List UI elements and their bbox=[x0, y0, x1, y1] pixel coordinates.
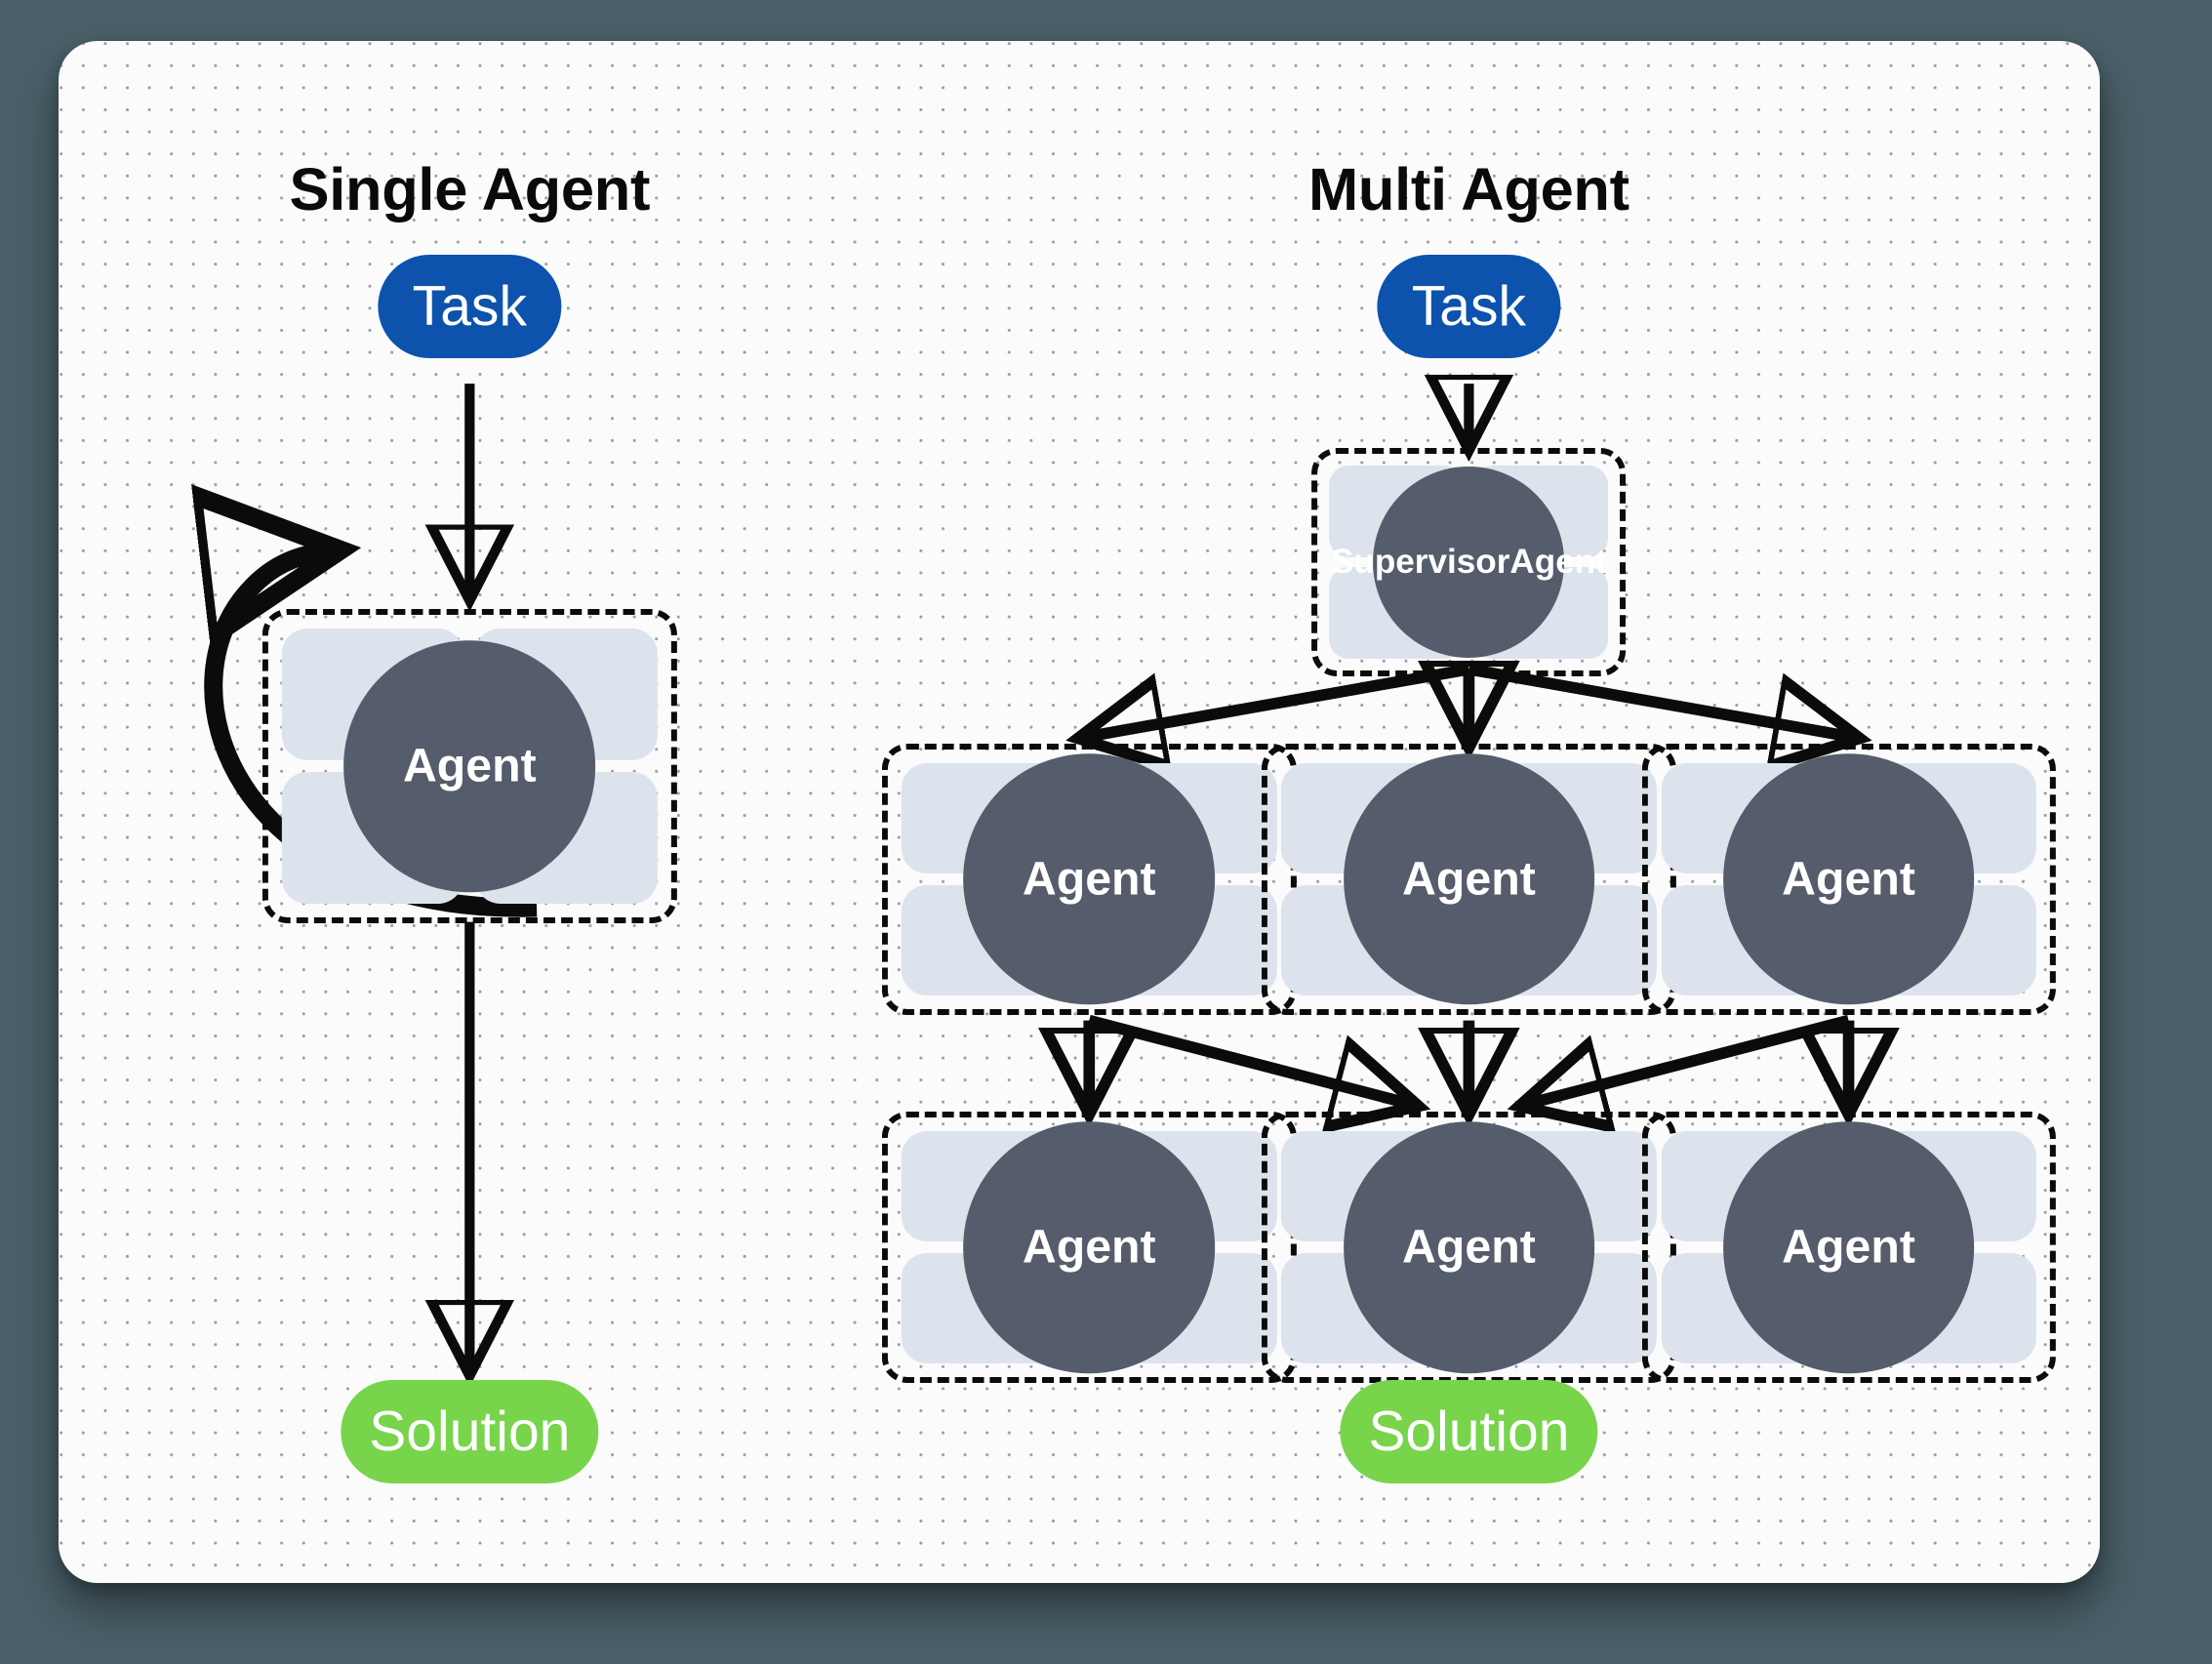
agent-core-label: Agent bbox=[1343, 1121, 1595, 1373]
supervisor-core-label: Supervisor Agent bbox=[1331, 466, 1607, 658]
node-solution-multi[interactable]: Solution bbox=[1340, 1380, 1598, 1483]
node-agent-r2c2[interactable]: Agent bbox=[1262, 1112, 1676, 1384]
agent-core-label: Agent bbox=[963, 753, 1215, 1005]
agent-core-label: Agent bbox=[343, 640, 596, 892]
supervisor-label-line1: Supervisor bbox=[1330, 543, 1510, 582]
node-agent-r2c3[interactable]: Agent bbox=[1641, 1112, 2056, 1384]
node-agent-r1c2[interactable]: Agent bbox=[1262, 743, 1676, 1015]
node-task-multi[interactable]: Task bbox=[1377, 255, 1561, 358]
node-agent-r1c1[interactable]: Agent bbox=[882, 743, 1297, 1015]
node-supervisor-agent[interactable]: Supervisor Agent bbox=[1311, 447, 1627, 676]
agent-core-label: Agent bbox=[963, 1121, 1215, 1373]
edge-supervisor-to-agent-3 bbox=[1468, 663, 1848, 737]
supervisor-label-line2: Agent bbox=[1509, 543, 1607, 582]
node-task-single[interactable]: Task bbox=[378, 255, 561, 358]
node-agent-r2c1[interactable]: Agent bbox=[882, 1112, 1297, 1384]
agent-core-label: Agent bbox=[1722, 753, 1975, 1005]
node-agent-r1c3[interactable]: Agent bbox=[1641, 743, 2056, 1015]
panel-title-multi-agent: Multi Agent bbox=[1307, 156, 1629, 224]
panel-title-single-agent: Single Agent bbox=[289, 156, 651, 224]
node-solution-single[interactable]: Solution bbox=[341, 1380, 598, 1483]
edge-supervisor-to-agent-1 bbox=[1089, 663, 1470, 737]
diagram-card: Single Agent Task Agent Solution Multi A… bbox=[59, 41, 2100, 1583]
edge-agent-1-to-agent-5 bbox=[1087, 1014, 1407, 1104]
agent-core-label: Agent bbox=[1343, 753, 1595, 1005]
agent-core-label: Agent bbox=[1722, 1121, 1975, 1373]
node-agent-single[interactable]: Agent bbox=[262, 609, 677, 924]
edge-agent-3-to-agent-5 bbox=[1530, 1014, 1851, 1104]
